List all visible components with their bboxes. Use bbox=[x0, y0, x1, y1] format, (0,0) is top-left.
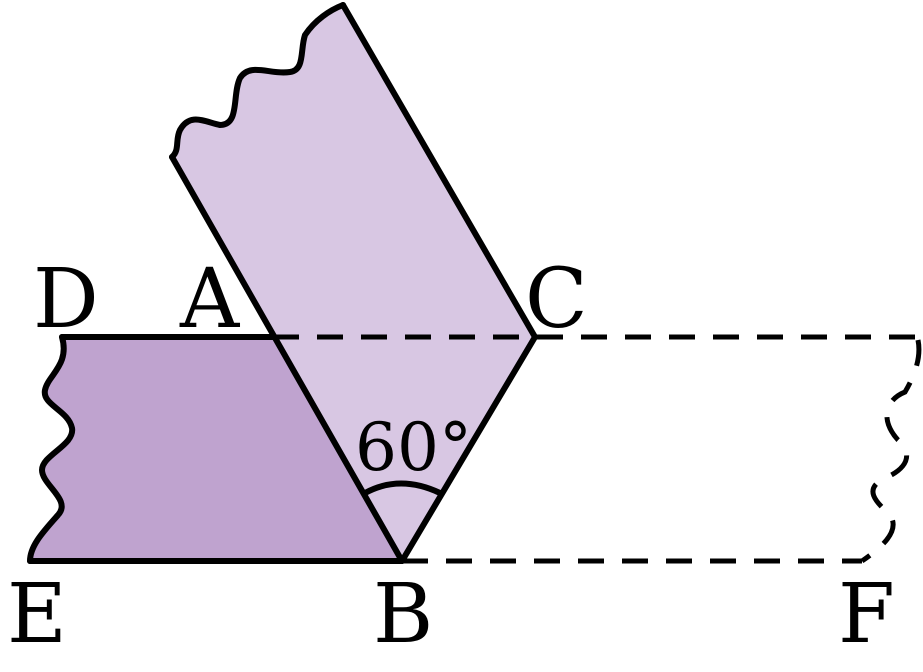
base-strip-fill bbox=[30, 337, 402, 561]
angle-arc-60 bbox=[362, 480, 443, 496]
dashed-right-torn-edge bbox=[860, 339, 922, 564]
label-point-D: D bbox=[33, 252, 99, 347]
label-point-A: A bbox=[179, 252, 241, 347]
label-point-C: C bbox=[525, 252, 588, 347]
left-torn-edge bbox=[27, 334, 76, 564]
edge-C-top bbox=[340, 2, 538, 340]
label-angle: 60° bbox=[355, 409, 472, 486]
edge-BC bbox=[399, 334, 538, 564]
label-point-F: F bbox=[838, 567, 895, 662]
top-torn-edge bbox=[169, 2, 346, 160]
label-point-B: B bbox=[373, 567, 433, 662]
folded-strip-fill bbox=[172, 5, 535, 561]
label-point-E: E bbox=[7, 567, 67, 662]
